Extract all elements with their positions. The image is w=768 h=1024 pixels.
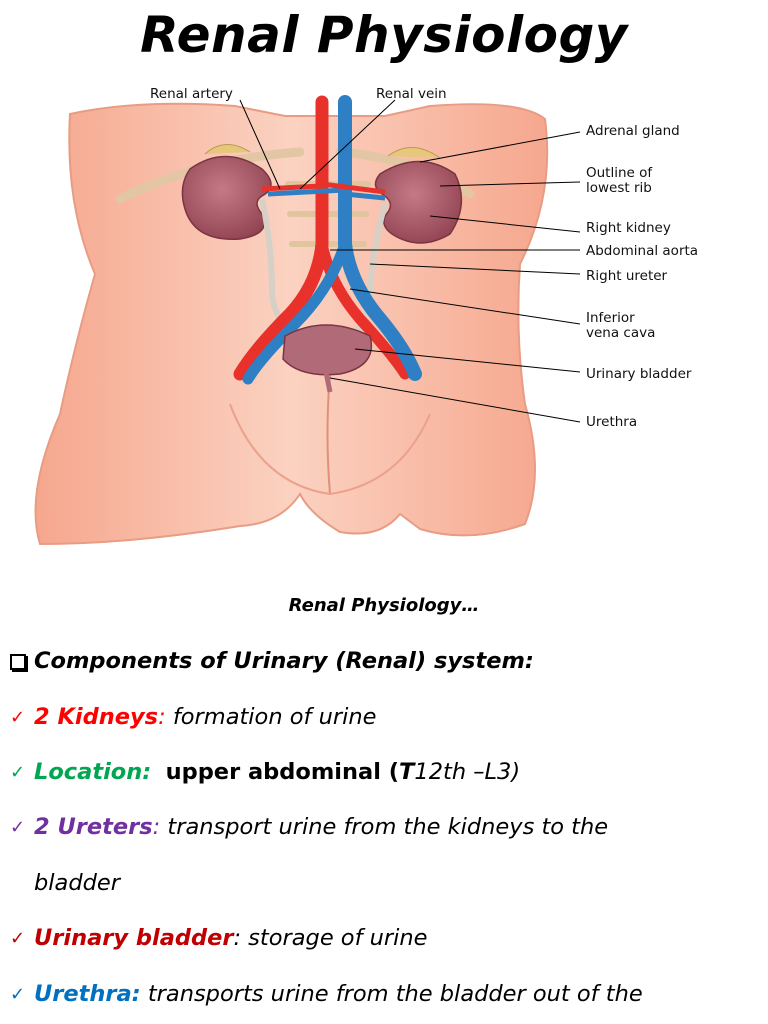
label-renal-artery: Renal artery (150, 86, 233, 102)
square-bullet-icon (10, 654, 26, 670)
figure-caption: Renal Physiology… (288, 595, 480, 616)
kidneys-sep: : (158, 704, 166, 730)
label-adrenal-gland: Adrenal gland (586, 123, 680, 139)
checkmark-icon: ✓ (10, 817, 26, 838)
list-item-location: ✓ Location: upper abdominal (T12th –L3) (8, 759, 520, 786)
inferior-vena-cava (338, 95, 422, 381)
heading-text: Components of Urinary (Renal) system: (34, 648, 534, 674)
label-outline-rib-2: lowest rib (586, 180, 652, 196)
checkmark-icon: ✓ (10, 984, 26, 1005)
bladder-desc: : storage of urine (233, 925, 428, 951)
checkmark-icon: ✓ (10, 928, 26, 949)
kidneys-desc: formation of urine (165, 704, 377, 730)
label-renal-vein: Renal vein (376, 86, 447, 102)
label-ivc-2: vena cava (586, 325, 655, 341)
label-urinary-bladder: Urinary bladder (586, 366, 692, 382)
ureters-desc-2: bladder (34, 870, 120, 896)
list-item-urethra: ✓ Urethra: transports urine from the bla… (8, 981, 643, 1008)
label-urethra: Urethra (586, 414, 637, 430)
anatomy-illustration: Renal artery Renal vein Adrenal gland Ou… (34, 86, 698, 546)
ureters-sep: : (152, 814, 161, 840)
urethra-desc: transports urine from the bladder out of… (140, 981, 643, 1007)
list-heading: Components of Urinary (Renal) system: (8, 648, 534, 675)
checkmark-icon: ✓ (10, 762, 26, 783)
label-outline-rib-1: Outline of (586, 165, 653, 181)
location-rest: 12th –L3) (414, 759, 521, 785)
kidneys-term: 2 Kidneys (34, 704, 159, 730)
label-ivc-1: Inferior (586, 310, 635, 326)
urinary-bladder (282, 324, 373, 376)
location-term: Location: (34, 759, 152, 785)
list-item-ureters-cont: bladder (8, 870, 120, 897)
list-item-bladder: ✓ Urinary bladder: storage of urine (8, 925, 428, 952)
abdominal-aorta (233, 95, 329, 381)
left-kidney (181, 155, 272, 240)
list-item-ureters: ✓ 2 Ureters: transport urine from the ki… (8, 814, 608, 841)
list-item-kidneys: ✓ 2 Kidneys: formation of urine (8, 704, 376, 731)
slide-title: Renal Physiology (140, 6, 628, 64)
ureters-desc: transport urine from the kidneys to the (160, 814, 609, 840)
label-right-ureter: Right ureter (586, 268, 668, 284)
ureters-term: 2 Ureters (34, 814, 153, 840)
bladder-term: Urinary bladder (34, 925, 234, 951)
urinary-system-diagram: Renal artery Renal vein Adrenal gland Ou… (0, 74, 768, 574)
location-bold: upper abdominal ( (165, 759, 400, 785)
label-right-kidney: Right kidney (586, 220, 671, 236)
location-t: T (399, 759, 415, 785)
checkmark-icon: ✓ (10, 707, 26, 728)
urethra-term: Urethra: (34, 981, 141, 1007)
label-abdominal-aorta: Abdominal aorta (586, 243, 698, 259)
